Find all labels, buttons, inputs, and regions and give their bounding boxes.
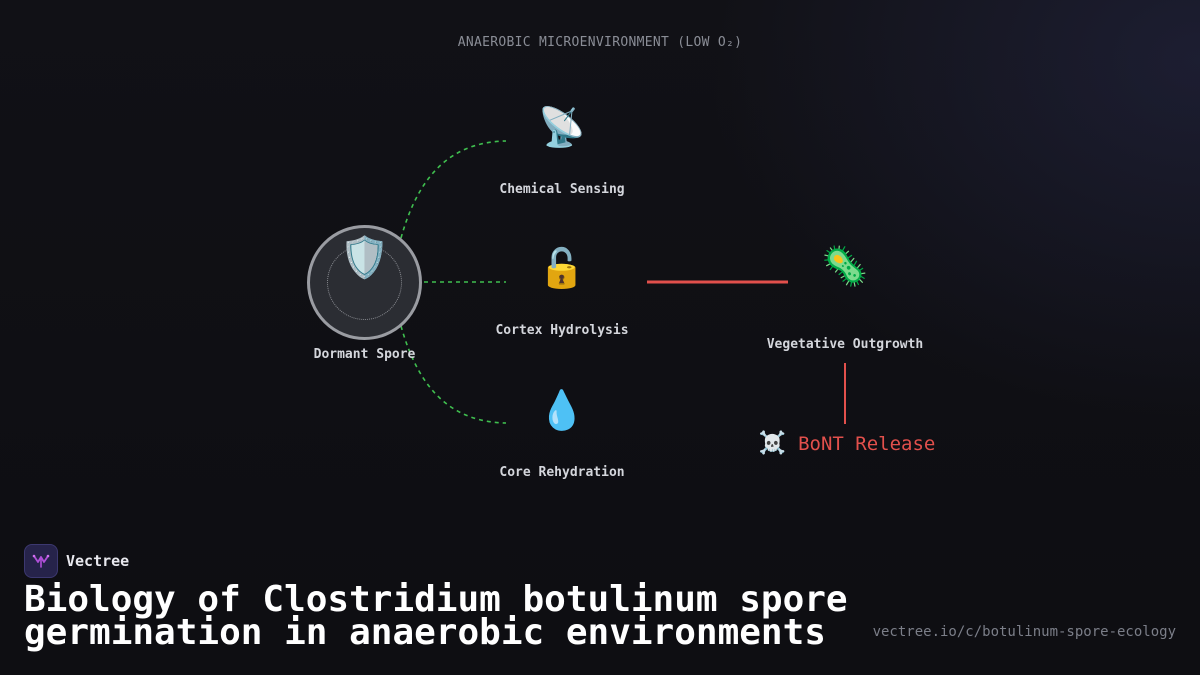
droplet-icon: 💧 (538, 388, 586, 432)
skull-crossbones-icon: ☠️ (758, 431, 787, 456)
link-spore-to-sensing (400, 140, 507, 239)
microbe-icon: 🦠 (821, 244, 869, 288)
shield-icon: 🛡️ (339, 235, 390, 281)
bont-release-node: ☠️ BoNT Release (752, 431, 942, 456)
spore-inner-ring (327, 245, 402, 320)
bont-release-label: BoNT Release (798, 433, 936, 455)
brand-name: Vectree (66, 552, 130, 570)
unlocked-padlock-icon: 🔓 (538, 246, 586, 290)
dormant-spore-node: 🛡️ (307, 225, 422, 340)
environment-label: ANAEROBIC MICROENVIRONMENT (LOW O₂) (457, 35, 743, 50)
core-rehydration-label: Core Rehydration (499, 465, 625, 480)
cortex-hydrolysis-label: Cortex Hydrolysis (495, 323, 629, 338)
brand: Vectree (24, 544, 129, 578)
link-spore-to-rehydration (400, 325, 507, 424)
page-title: Biology of Clostridium botulinum spore g… (24, 579, 848, 653)
source-url[interactable]: vectree.io/c/botulinum-spore-ecology (872, 624, 1176, 640)
chemical-sensing-label: Chemical Sensing (499, 182, 625, 197)
vectree-logo (24, 544, 58, 578)
vectree-logo-mark (32, 554, 50, 568)
dormant-spore-label: Dormant Spore (313, 347, 416, 362)
satellite-antenna-icon: 📡 (538, 105, 586, 149)
vegetative-outgrowth-label: Vegetative Outgrowth (766, 337, 924, 352)
